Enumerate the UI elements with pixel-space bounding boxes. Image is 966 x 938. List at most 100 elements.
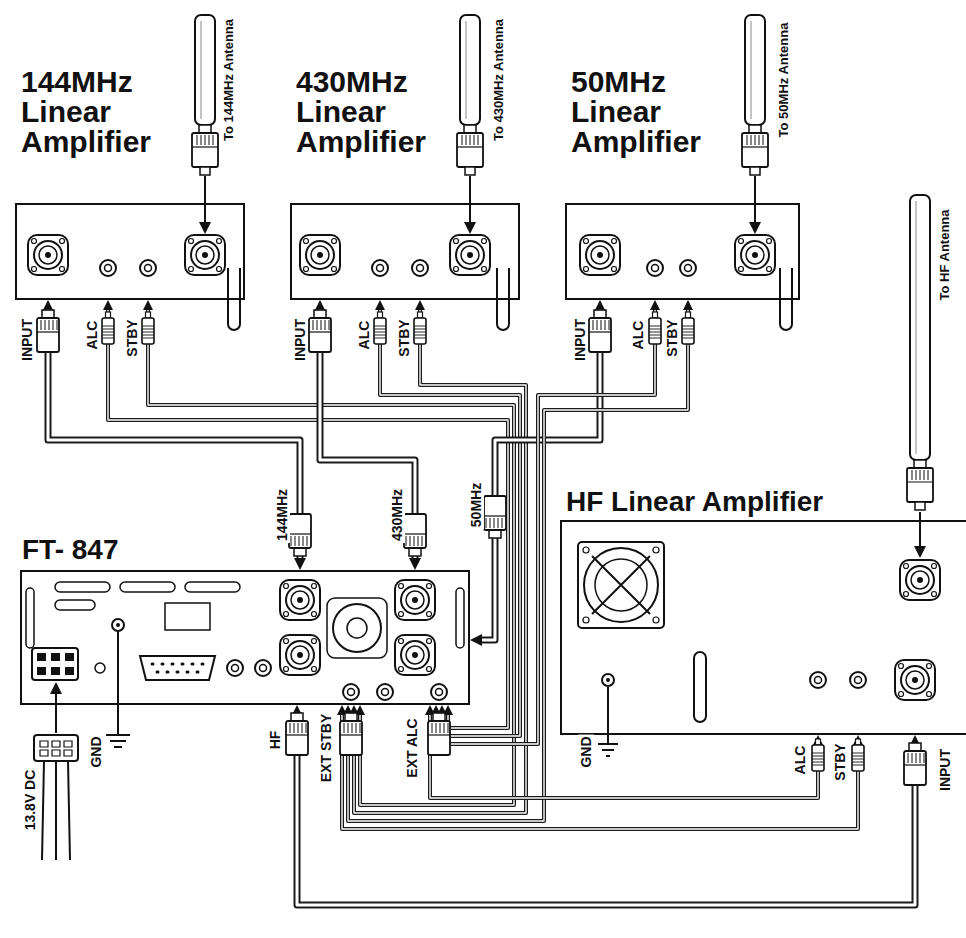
arrow-head [470,634,482,646]
ext-stby-plug [340,713,362,755]
connector-label: ALC [84,319,100,352]
input-plug [37,310,59,352]
arrow-head [409,558,421,570]
fan-hub [347,618,367,638]
ground-symbol [598,744,618,756]
gnd-post-center [606,678,610,682]
alc-plug [102,312,114,344]
ground-symbol [106,735,130,747]
stby-plug [852,739,864,771]
antenna [457,15,483,175]
stby-plug [682,312,694,344]
dc-plug-pins [40,741,72,756]
dc-socket [32,648,78,680]
connector-label: HF [267,729,283,752]
cable-core [320,312,415,558]
screw [653,547,659,553]
handle [694,652,706,722]
arrow-head [103,300,113,310]
vent-slot [55,600,95,610]
dc-pins [37,653,74,675]
antenna-jack [185,235,225,275]
plug-50 [484,496,506,538]
input-jack [28,235,68,275]
alc-jack [372,260,388,276]
equipment-title: FT- 847 [22,536,118,564]
connector-label: To 430MHz Antenna [491,17,506,143]
cable-outline [342,715,858,829]
antenna-jack [735,235,775,275]
arrow-line [469,176,471,224]
connector-label: GND [578,734,594,769]
plug-tip [915,502,925,510]
small-jack [95,663,105,673]
label-plate [165,603,210,630]
amplifier-50-panel-parts [580,15,792,330]
gnd-post [602,674,614,686]
linear-amplifier: 144MHz Linear Amplifier [15,203,245,300]
arrow-line [204,176,206,224]
cable-connector [337,705,863,829]
cable-outline [348,310,688,821]
cable-core [354,310,526,813]
vent-slot [55,582,110,592]
connector-label: STBY [396,317,412,358]
hf-antenna [910,195,930,460]
arrow-head [749,222,761,234]
arrow-head [143,300,153,310]
equipment-title: HF Linear Amplifier [566,488,823,516]
antenna-jack [900,560,940,600]
gnd-post-center [116,623,120,627]
amplifier-430-panel-parts [300,15,509,330]
connector-label: INPUT [572,317,588,363]
cable-outline [380,310,520,736]
cable-outline [354,310,526,813]
stby-plug [142,312,154,344]
transceiver-panel-parts [26,580,464,700]
cable-outline [108,310,508,728]
cable-connector [103,300,508,728]
connector-label: STBY [664,317,680,358]
connector-label: EXT ALC [404,716,420,779]
screw [653,617,659,623]
cable-core [430,715,818,798]
cable-core [48,312,300,558]
cable-connector [425,705,823,798]
arrow-head [683,300,693,310]
amplifier-144-panel-parts [28,15,240,330]
ext-stby-jack [343,684,359,700]
alc-jack [100,260,116,276]
side-slot [26,588,34,648]
alc-plug [374,312,386,344]
antenna-neck [914,460,926,468]
cable-core [297,717,915,905]
fan-grille [592,556,650,614]
antenna-jack-144 [280,580,320,620]
arrow-head [464,222,476,234]
input-plug [589,310,611,352]
connector-label: ALC [356,319,372,352]
hf-linear-amplifier: HF Linear Amplifier [560,520,966,735]
antenna-jack-50 [395,635,435,675]
ground-wire [117,631,119,735]
connector-label: 144MHz [274,487,290,543]
stby-jack [140,260,156,276]
connector-label: To 144MHz Antenna [221,17,236,143]
vent-slot [120,582,175,592]
screw [583,617,589,623]
fan [333,604,381,652]
cable-connector [291,705,921,905]
arrow-line [55,692,57,733]
cable-outline [430,715,818,798]
cable-connector [143,300,514,805]
screw [583,547,589,553]
cable-core [348,310,688,821]
arrow-head [50,682,62,694]
plug-144 [289,514,311,556]
alc-jack [810,672,826,688]
cat-connector [140,656,215,680]
arrow-head [294,558,306,570]
input-jack [300,235,340,275]
arrow-head [914,546,926,558]
